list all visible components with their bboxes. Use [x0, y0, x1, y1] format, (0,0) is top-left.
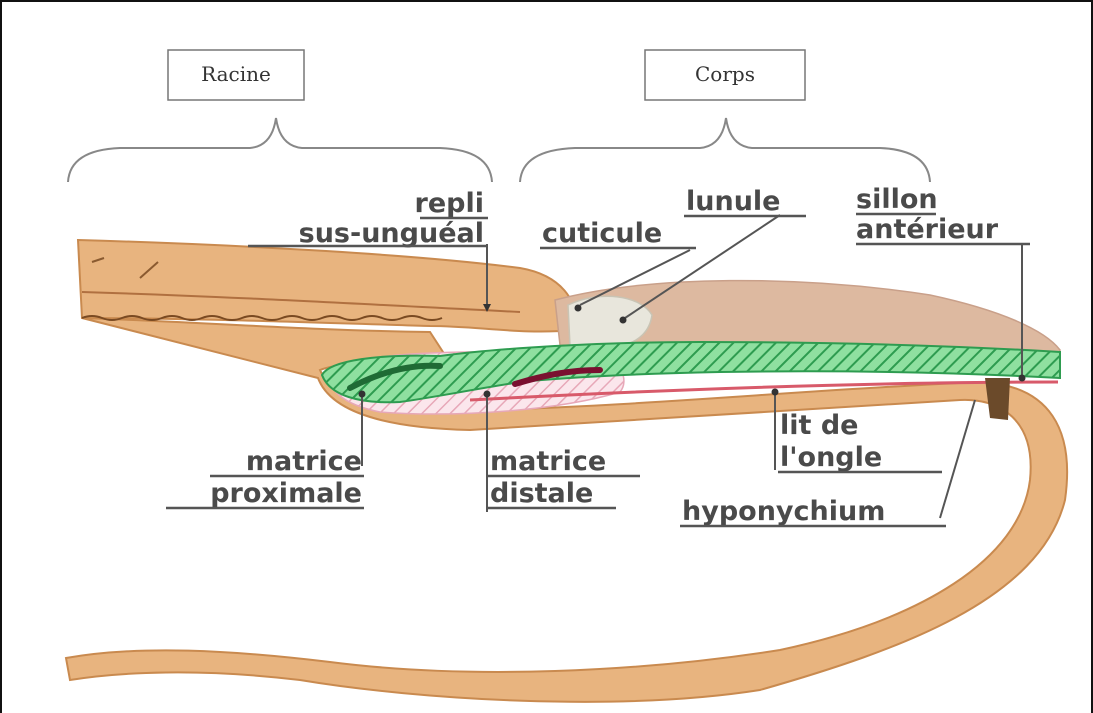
hyponychium-label-text: hyponychium — [682, 496, 885, 527]
root-brace — [68, 118, 492, 182]
cuticle-label: cuticule — [540, 218, 696, 249]
dist-matrix-line1: matrice — [490, 446, 606, 477]
nail-bed-line1: lit de — [780, 410, 858, 441]
body-section: Corps — [520, 50, 930, 182]
lunula-label-text: lunule — [686, 186, 781, 217]
dist-matrix-line2: distale — [490, 478, 593, 509]
dist-matrix-label: matrice distale — [488, 446, 640, 509]
cuticle-label-text: cuticule — [542, 218, 662, 249]
nail-fold — [78, 240, 576, 332]
prox-matrix-line1: matrice — [246, 446, 362, 477]
lunula-label: lunule — [684, 186, 806, 217]
hyponychium-region — [985, 378, 1010, 420]
body-brace — [520, 118, 930, 182]
root-label: Racine — [201, 62, 271, 86]
root-section: Racine — [68, 50, 492, 182]
fold-label: repli sus-unguéal — [248, 188, 488, 249]
body-label: Corps — [695, 62, 755, 86]
prox-matrix-line2: proximale — [210, 478, 362, 509]
furrow-label: sillon antérieur — [856, 184, 1030, 245]
furrow-label-line1: sillon — [856, 184, 938, 215]
fold-label-line1: repli — [415, 188, 484, 219]
nail-bed-line2: l'ongle — [780, 442, 882, 473]
prox-matrix-label: matrice proximale — [166, 446, 364, 509]
fold-label-line2: sus-unguéal — [299, 218, 484, 249]
furrow-label-line2: antérieur — [856, 214, 999, 245]
